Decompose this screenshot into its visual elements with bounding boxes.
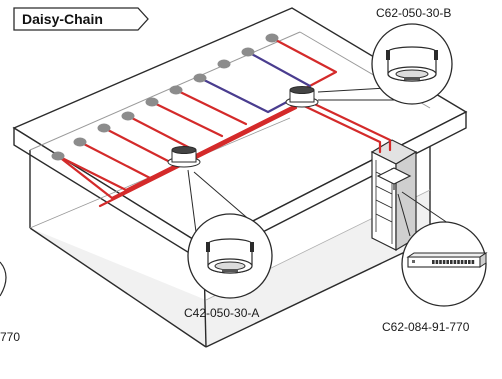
switch-port xyxy=(460,260,464,264)
red-cable-trunk xyxy=(98,106,298,208)
switch-port xyxy=(450,260,453,264)
speaker-a-label: C42-050-30-A xyxy=(184,306,260,320)
red-cable-to-rack xyxy=(304,98,392,152)
red-cable-trunk xyxy=(110,102,302,200)
ceiling-speaker-dot xyxy=(241,47,255,57)
speaker-b-label: C62-050-30-B xyxy=(376,6,452,20)
red-cable-drop xyxy=(174,88,248,126)
switch-label: C62-084-91-770 xyxy=(382,320,470,334)
switch-port xyxy=(464,260,467,264)
switch-port xyxy=(471,260,475,264)
network-switch-icon xyxy=(406,252,488,268)
switch-port xyxy=(446,260,449,264)
ceiling-speaker-dot xyxy=(145,97,159,107)
switch-callout xyxy=(397,191,488,307)
red-cable-drop xyxy=(270,36,338,90)
red-cable-trunk xyxy=(56,154,114,200)
ceiling-speaker-icon xyxy=(206,238,254,274)
switch-port xyxy=(432,260,435,264)
switch-port xyxy=(453,260,457,264)
ceiling-speaker-icon xyxy=(285,86,319,108)
red-cable-runs xyxy=(56,36,392,208)
ceiling-speaker-dot xyxy=(97,123,111,133)
ceiling-speaker-dots xyxy=(51,33,279,161)
diagram-title: Daisy-Chain xyxy=(22,11,103,27)
title-tag-shape xyxy=(13,7,149,31)
speaker-b-callout xyxy=(317,23,453,105)
ceiling-speaker-dot xyxy=(217,59,231,69)
speaker-a-callout xyxy=(187,169,273,299)
ceiling-speaker-dot xyxy=(121,111,135,121)
ceiling-speaker-dot xyxy=(73,137,87,147)
ceiling-speaker-dot xyxy=(169,85,183,95)
red-cable-to-rack xyxy=(298,102,382,154)
red-cable-drop xyxy=(102,126,172,164)
ceiling-speaker-icon xyxy=(386,46,438,82)
switch-port xyxy=(439,260,442,264)
switch-port xyxy=(457,260,460,264)
ceiling-speaker-icon xyxy=(167,146,201,168)
left-cut-callout xyxy=(0,261,7,297)
red-cable-drop xyxy=(56,154,128,192)
blue-cable-run xyxy=(246,50,312,88)
server-rack-icon xyxy=(370,139,418,252)
ceiling-speaker-dot xyxy=(193,73,207,83)
switch-port xyxy=(442,260,446,264)
ceiling-speaker-dot xyxy=(51,151,65,161)
switch-port xyxy=(435,260,439,264)
red-cable-drop xyxy=(126,114,192,150)
left-cut-label: 770 xyxy=(0,330,21,344)
red-cable-drop xyxy=(78,140,152,180)
ceiling-speaker-dot xyxy=(265,33,279,43)
switch-port xyxy=(468,260,471,264)
red-cable-drop xyxy=(150,100,224,138)
